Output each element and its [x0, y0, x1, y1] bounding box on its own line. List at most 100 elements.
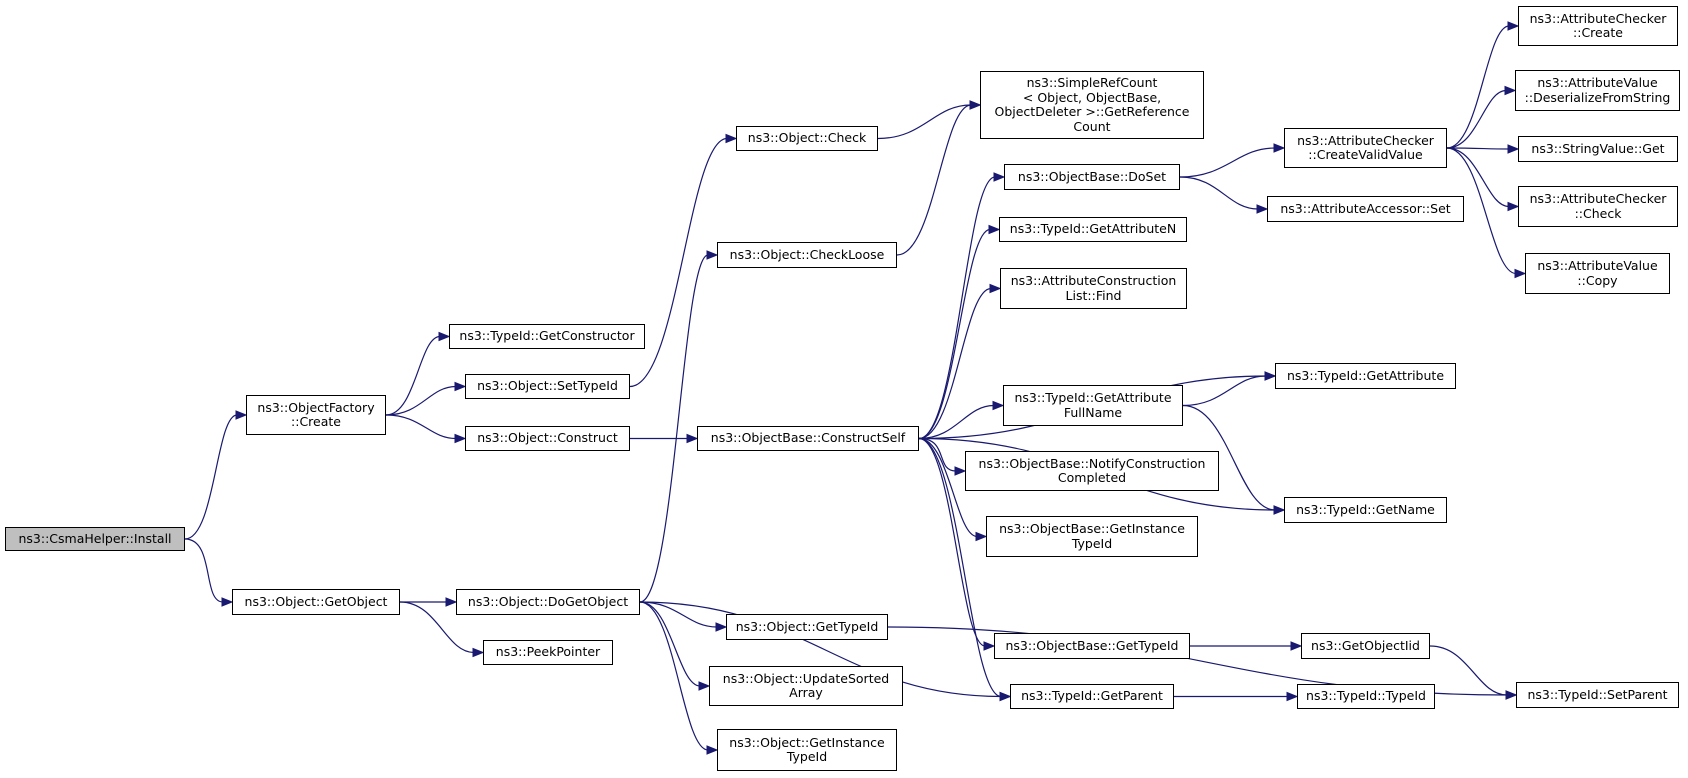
edge-object_do_get_object-to-object_get_instance_typeid	[639, 601, 709, 751]
node-typeid-typeid[interactable]: ns3::TypeId::TypeId	[1297, 684, 1435, 709]
node-objectbase-gettypeid[interactable]: ns3::ObjectBase::GetTypeId	[994, 633, 1190, 659]
node-typeid-getconstructor[interactable]: ns3::TypeId::GetConstructor	[449, 324, 645, 349]
edge-arrowhead-objectbase_construct_self-to-objectbase_doset	[993, 172, 1006, 182]
edge-attr_checker_create_valid_value-to-attr_value_copy	[1446, 147, 1517, 275]
node-object-check[interactable]: ns3::Object::Check	[736, 126, 878, 151]
edge-arrowhead-get_object-to-peek_pointer	[472, 647, 485, 658]
edge-arrowhead-objectbase_doset-to-attr_checker_create_valid_value	[1273, 143, 1286, 153]
edge-typeid_get_attribute_full_name-to-typeid_get_attribute	[1182, 375, 1267, 407]
node-typeid-setparent[interactable]: ns3::TypeId::SetParent	[1516, 682, 1679, 708]
edge-attr_checker_create_valid_value-to-attr_checker_check	[1446, 147, 1510, 208]
edge-attr_checker_create_valid_value-to-string_value_get	[1446, 147, 1510, 150]
edge-arrowhead-objectbase_construct_self-to-typeid_get_parent	[999, 691, 1012, 702]
node-attributeaccessor-set[interactable]: ns3::AttributeAccessor::Set	[1267, 196, 1464, 222]
node-objectbase-constructself[interactable]: ns3::ObjectBase::ConstructSelf	[697, 426, 919, 451]
edge-objectbase_construct_self-to-typeid_get_parent	[918, 437, 1002, 698]
node-object-dogetobject[interactable]: ns3::Object::DoGetObject	[456, 589, 640, 615]
node-objectbase-doset[interactable]: ns3::ObjectBase::DoSet	[1004, 164, 1180, 190]
edge-arrowhead-objectbase_get_typeid-to-get_object_iid	[1290, 641, 1303, 651]
edge-arrowhead-typeid_get_parent-to-typeid_typeid	[1286, 691, 1299, 702]
node-attributevalue-deserializefromstring[interactable]: ns3::AttributeValue ::DeserializeFromStr…	[1515, 70, 1680, 111]
node-typeid-getname[interactable]: ns3::TypeId::GetName	[1284, 497, 1447, 523]
node-peekpointer[interactable]: ns3::PeekPointer	[483, 640, 613, 665]
edge-arrowhead-attr_checker_create_valid_value-to-attr_checker_create	[1507, 21, 1520, 31]
edge-get_object_iid-to-typeid_set_parent	[1429, 645, 1508, 696]
edge-object_do_get_object-to-object_check_loose	[639, 254, 709, 603]
edge-attr_checker_create_valid_value-to-attr_checker_create	[1446, 25, 1510, 149]
edge-factory_create-to-object_set_typeid	[385, 385, 457, 416]
node-attributeconstructionlist-find[interactable]: ns3::AttributeConstruction List::Find	[1000, 268, 1187, 309]
node-typeid-getparent[interactable]: ns3::TypeId::GetParent	[1010, 684, 1174, 709]
node-typeid-getattribute[interactable]: ns3::TypeId::GetAttribute	[1275, 363, 1456, 389]
node-object-getobject[interactable]: ns3::Object::GetObject	[232, 589, 400, 615]
edge-objectbase_construct_self-to-typeid_get_attribute_full_name	[918, 404, 995, 440]
edge-objectbase_construct_self-to-attr_construction_list_find	[918, 287, 992, 440]
edge-arrowhead-typeid_get_attribute_full_name-to-typeid_get_name	[1273, 505, 1286, 515]
edge-arrowhead-objectbase_doset-to-attr_accessor_set	[1256, 204, 1269, 214]
edge-arrowhead-objectbase_construct_self-to-typeid_get_attribute_n	[988, 224, 1001, 235]
node-objectbase-getinstancetypeid[interactable]: ns3::ObjectBase::GetInstance TypeId	[986, 516, 1198, 557]
edge-object_set_typeid-to-object_check	[629, 137, 728, 388]
node-objectbase-notifyconstructioncompleted[interactable]: ns3::ObjectBase::NotifyConstruction Comp…	[965, 451, 1219, 491]
node-csmahelper-install: ns3::CsmaHelper::Install	[5, 527, 185, 551]
edge-arrowhead-object_do_get_object-to-object_get_instance_typeid	[706, 745, 719, 755]
edge-install-to-factory_create	[184, 414, 238, 540]
edge-objectbase_construct_self-to-objectbase_doset	[918, 176, 996, 440]
edge-object_do_get_object-to-object_update_sorted_array	[639, 601, 701, 687]
node-attributechecker-check[interactable]: ns3::AttributeChecker ::Check	[1518, 186, 1678, 227]
edge-factory_create-to-object_construct	[385, 414, 457, 440]
edge-objectbase_construct_self-to-objectbase_notify_construction	[918, 437, 957, 472]
edge-typeid_get_attribute_full_name-to-typeid_get_name	[1182, 404, 1276, 511]
edge-arrowhead-get_object-to-object_do_get_object	[445, 597, 458, 607]
node-typeid-getattributen[interactable]: ns3::TypeId::GetAttributeN	[999, 217, 1187, 242]
node-object-getinstancetypeid[interactable]: ns3::Object::GetInstance TypeId	[717, 729, 897, 771]
edge-arrowhead-install-to-factory_create	[235, 410, 248, 420]
edge-objectbase_doset-to-attr_accessor_set	[1179, 176, 1259, 210]
edge-objectbase_construct_self-to-typeid_get_attribute_n	[918, 228, 991, 440]
edge-arrowhead-typeid_get_attribute_full_name-to-typeid_get_attribute	[1264, 371, 1277, 381]
node-object-checkloose[interactable]: ns3::Object::CheckLoose	[717, 242, 897, 268]
edge-object_check-to-simple_ref_count	[877, 104, 972, 140]
edge-arrowhead-object_set_typeid-to-object_check	[725, 133, 738, 144]
edge-arrowhead-attr_checker_create_valid_value-to-string_value_get	[1507, 144, 1520, 154]
edge-arrowhead-objectbase_construct_self-to-typeid_get_attribute_full_name	[992, 400, 1005, 411]
edge-get_object-to-peek_pointer	[399, 601, 475, 654]
node-attributechecker-create[interactable]: ns3::AttributeChecker ::Create	[1518, 6, 1678, 46]
edge-arrowhead-objectbase_construct_self-to-attr_construction_list_find	[989, 283, 1002, 294]
edge-object_do_get_object-to-typeid_get_parent	[639, 601, 1002, 698]
edge-object_check_loose-to-simple_ref_count	[896, 104, 972, 256]
node-attributechecker-createvalidvalue[interactable]: ns3::AttributeChecker ::CreateValidValue	[1284, 128, 1447, 168]
edge-arrowhead-install-to-get_object	[221, 597, 234, 607]
edge-factory_create-to-typeid_get_constructor	[385, 335, 441, 416]
edge-arrowhead-attr_checker_create_valid_value-to-attr_checker_check	[1507, 201, 1520, 212]
edge-arrowhead-object_do_get_object-to-object_check_loose	[706, 250, 719, 260]
edge-objectbase_doset-to-attr_checker_create_valid_value	[1179, 147, 1276, 178]
edge-arrowhead-objectbase_construct_self-to-objectbase_notify_construction	[954, 466, 967, 476]
node-object-settypeid[interactable]: ns3::Object::SetTypeId	[465, 374, 630, 399]
edge-arrowhead-get_object_iid-to-typeid_set_parent	[1505, 690, 1518, 700]
node-typeid-getattributefullname[interactable]: ns3::TypeId::GetAttribute FullName	[1003, 385, 1183, 426]
edge-arrowhead-object_construct-to-objectbase_construct_self	[686, 433, 699, 444]
edge-attr_checker_create_valid_value-to-attr_value_deserialize	[1446, 89, 1507, 149]
edge-arrowhead-object_do_get_object-to-object_update_sorted_array	[698, 681, 711, 691]
edge-arrowhead-object_do_get_object-to-object_get_typeid	[715, 622, 728, 632]
node-object-updatesortedarray[interactable]: ns3::Object::UpdateSorted Array	[709, 666, 903, 706]
node-objectfactory-create[interactable]: ns3::ObjectFactory ::Create	[246, 395, 386, 435]
edge-install-to-get_object	[184, 538, 224, 603]
edge-arrowhead-attr_checker_create_valid_value-to-attr_value_deserialize	[1504, 85, 1517, 96]
node-stringvalue-get[interactable]: ns3::StringValue::Get	[1518, 136, 1678, 162]
edge-arrowhead-objectbase_construct_self-to-objectbase_get_typeid	[983, 641, 996, 651]
node-attributevalue-copy[interactable]: ns3::AttributeValue ::Copy	[1525, 253, 1670, 294]
edge-arrowhead-attr_checker_create_valid_value-to-attr_value_copy	[1514, 268, 1527, 279]
node-object-gettypeid[interactable]: ns3::Object::GetTypeId	[726, 614, 888, 640]
node-simplerefcount-getreferencecount[interactable]: ns3::SimpleRefCount < Object, ObjectBase…	[980, 71, 1204, 139]
node-getobjectiid[interactable]: ns3::GetObjectIid	[1301, 633, 1430, 659]
edge-objectbase_construct_self-to-objectbase_get_instance_typeid	[918, 437, 978, 538]
node-object-construct[interactable]: ns3::Object::Construct	[465, 426, 630, 451]
edge-arrowhead-objectbase_construct_self-to-objectbase_get_instance_typeid	[975, 531, 988, 542]
edge-arrowhead-object_check_loose-to-simple_ref_count	[969, 100, 982, 110]
edge-arrowhead-factory_create-to-object_construct	[454, 433, 467, 444]
edge-arrowhead-factory_create-to-object_set_typeid	[454, 381, 467, 392]
